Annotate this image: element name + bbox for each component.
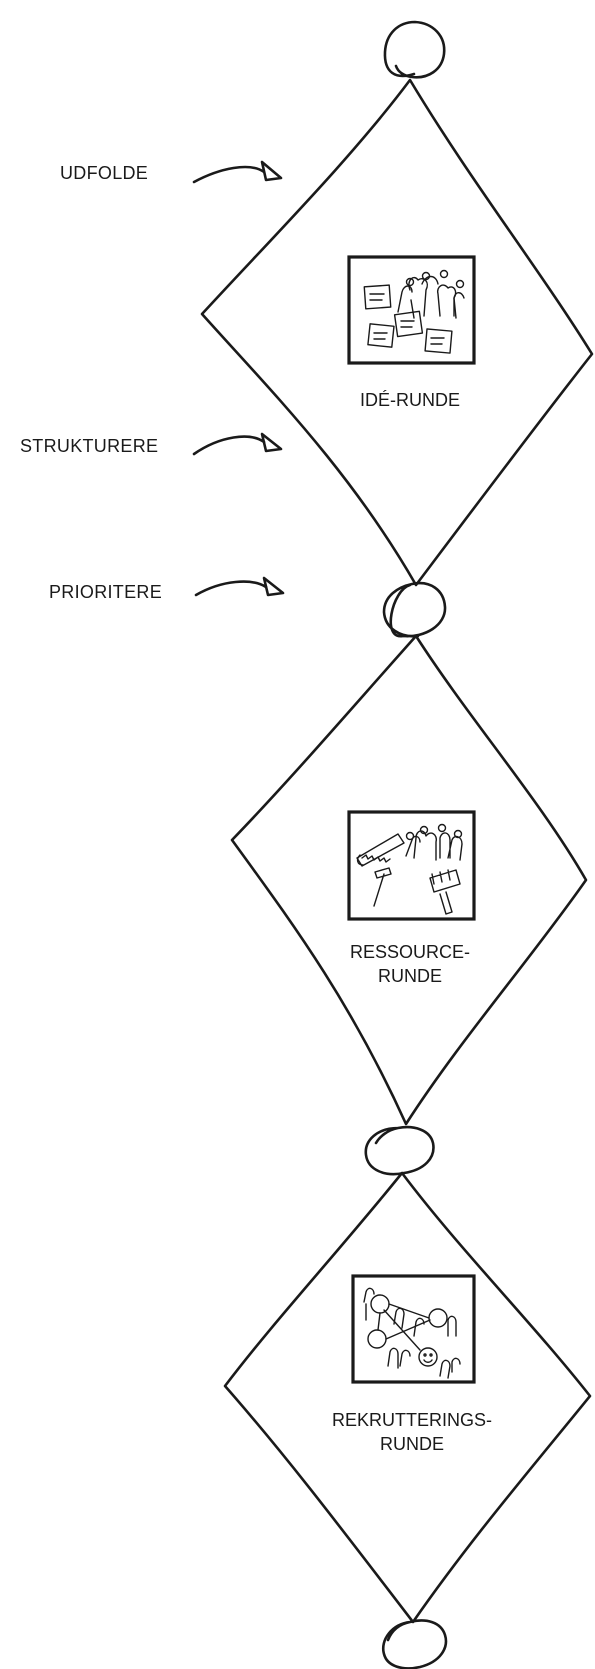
label-udfolde: UDFOLDE: [60, 163, 149, 183]
stage-caption-ide: IDÉ-RUNDE: [360, 388, 460, 412]
stage-caption-ressource-line1: RESSOURCE-: [349, 942, 471, 962]
stage-caption-rekruttering: REKRUTTERINGS- RUNDE: [332, 1408, 492, 1456]
node-circle-top: [383, 20, 446, 79]
diamond-2: [230, 634, 588, 1126]
network-of-people-icon: [351, 1274, 476, 1384]
stage-caption-ide-line1: IDÉ-RUNDE: [359, 390, 461, 410]
stage-caption-rekruttering-line1: REKRUTTERINGS-: [331, 1410, 493, 1430]
diamond-1: [200, 78, 594, 587]
node-circle-3: [364, 1125, 435, 1176]
saw-hammer-brush-and-people-icon: [347, 810, 476, 921]
stage-caption-ressource: RESSOURCE- RUNDE: [350, 940, 470, 988]
label-prioritere: PRIORITERE: [49, 582, 163, 602]
arrow-prioritere-icon: [194, 576, 285, 597]
diamond-3: [223, 1171, 592, 1624]
sticky-notes-and-people-icon: [347, 255, 476, 365]
arrow-strukturere-icon: [192, 432, 283, 456]
arrow-udfolde-icon: [192, 160, 283, 184]
stage-caption-rekruttering-line2: RUNDE: [379, 1434, 445, 1454]
node-circle-2: [382, 581, 447, 638]
node-circle-bottom: [381, 1619, 448, 1669]
label-strukturere: STRUKTURERE: [20, 436, 159, 456]
stage-caption-ressource-line2: RUNDE: [377, 966, 443, 986]
